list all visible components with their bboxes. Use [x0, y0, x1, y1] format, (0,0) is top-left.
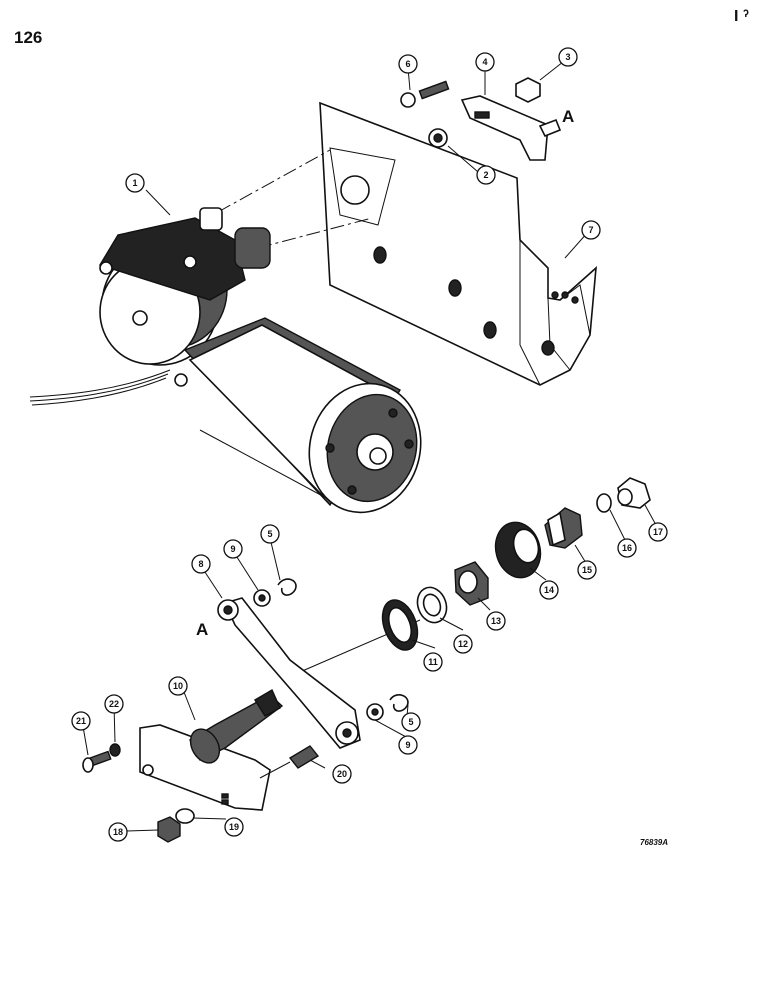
callout-16: 16 — [617, 538, 637, 558]
nut-18 — [157, 816, 181, 843]
clip-5-top — [277, 578, 297, 596]
callout-19: 19 — [224, 817, 244, 837]
callout-13: 13 — [486, 611, 506, 631]
callout-7: 7 — [581, 220, 601, 240]
callout-5-bottom: 5 — [401, 712, 421, 732]
svg-text:7: 7 — [588, 225, 593, 235]
callout-8: 8 — [191, 554, 211, 574]
svg-text:19: 19 — [229, 822, 239, 832]
svg-text:20: 20 — [337, 769, 347, 779]
connector-20 — [259, 745, 320, 779]
svg-text:21: 21 — [76, 716, 86, 726]
callout-18: 18 — [108, 822, 128, 842]
label-a-bottom: A — [196, 620, 208, 639]
switch-shaft — [189, 688, 284, 764]
callout-10: 10 — [168, 676, 188, 696]
reference-code: 76839A — [640, 838, 669, 847]
nut-3 — [515, 77, 541, 103]
svg-text:10: 10 — [173, 681, 183, 691]
linkage-arm — [217, 597, 361, 749]
svg-text:9: 9 — [230, 544, 235, 554]
callout-17: 17 — [648, 522, 668, 542]
svg-text:8: 8 — [198, 559, 203, 569]
callout-9-bottom: 9 — [398, 735, 418, 755]
callout-2: 2 — [476, 165, 496, 185]
label-a-top: A — [562, 107, 574, 126]
gasket-11 — [381, 599, 419, 651]
svg-text:4: 4 — [482, 57, 487, 67]
svg-text:16: 16 — [622, 543, 632, 553]
washer-19 — [175, 808, 195, 824]
corner-mark: I ˀ — [734, 8, 749, 25]
callout-9-top: 9 — [223, 539, 243, 559]
leader-dash-2 — [257, 217, 373, 249]
crank-arm — [460, 95, 562, 161]
knob-15 — [544, 507, 583, 549]
callout-22: 22 — [104, 694, 124, 714]
nut-13 — [454, 561, 489, 606]
svg-text:5: 5 — [408, 717, 413, 727]
svg-text:22: 22 — [109, 699, 119, 709]
washer-9-top — [253, 589, 271, 607]
svg-text:9: 9 — [405, 740, 410, 750]
callout-14: 14 — [539, 580, 559, 600]
page-number: 126 — [14, 28, 43, 47]
callout-4: 4 — [475, 52, 495, 72]
callout-20: 20 — [332, 764, 352, 784]
lockwasher-16 — [596, 493, 612, 513]
callout-15: 15 — [577, 560, 597, 580]
svg-text:5: 5 — [267, 529, 272, 539]
svg-text:18: 18 — [113, 827, 123, 837]
callout-3: 3 — [558, 47, 578, 67]
svg-text:3: 3 — [565, 52, 570, 62]
mounting-bracket — [319, 101, 597, 386]
switch-plate — [139, 724, 271, 811]
clip-5-bottom — [389, 694, 409, 712]
callout-1: 1 — [125, 173, 145, 193]
svg-text:14: 14 — [544, 585, 554, 595]
callout-21: 21 — [71, 711, 91, 731]
washer-22 — [109, 743, 121, 757]
callout-5-top: 5 — [260, 524, 280, 544]
svg-text:12: 12 — [458, 639, 468, 649]
svg-text:13: 13 — [491, 616, 501, 626]
wiper-motor — [29, 207, 422, 514]
washer-9-bottom — [366, 703, 384, 721]
svg-text:17: 17 — [653, 527, 663, 537]
svg-text:11: 11 — [428, 657, 438, 667]
screw-6 — [400, 80, 450, 148]
callout-12: 12 — [453, 634, 473, 654]
svg-text:6: 6 — [405, 59, 410, 69]
svg-text:15: 15 — [582, 565, 592, 575]
bezel-14 — [494, 521, 542, 579]
svg-text:1: 1 — [132, 178, 137, 188]
leader-dash-1 — [217, 149, 331, 213]
svg-text:2: 2 — [483, 170, 488, 180]
callout-6: 6 — [398, 54, 418, 74]
acorn-nut-17 — [617, 477, 651, 509]
callout-11: 11 — [423, 652, 443, 672]
screw-21 — [82, 750, 112, 773]
washer-12 — [416, 586, 448, 624]
